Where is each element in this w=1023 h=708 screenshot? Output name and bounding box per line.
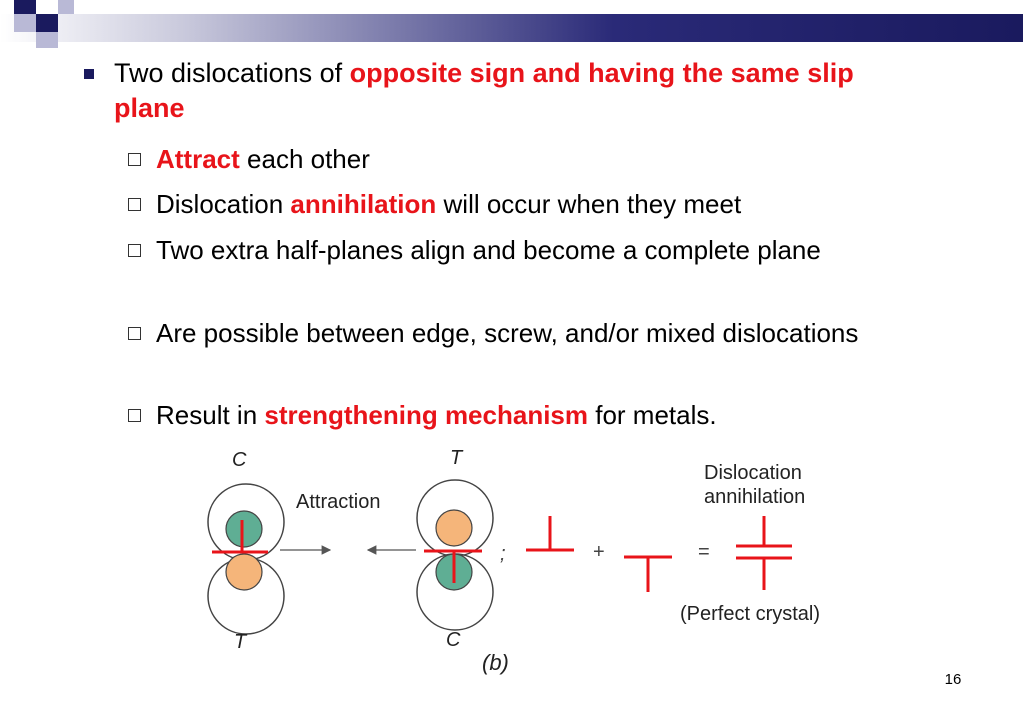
plus-sign: + bbox=[593, 541, 605, 563]
hollow-square-bullet-icon bbox=[128, 153, 141, 166]
label-c-top: C bbox=[232, 449, 247, 471]
hollow-square-bullet-icon bbox=[128, 198, 141, 211]
hollow-square-bullet-icon bbox=[128, 409, 141, 422]
panel-label: (b) bbox=[482, 650, 509, 675]
figure-svg: C T Attraction T C ; + = bbox=[207, 447, 820, 675]
label-c-bottom: C bbox=[446, 629, 461, 651]
hollow-square-bullet-icon bbox=[128, 327, 141, 340]
sub-bullet-attract: Attract each other bbox=[128, 142, 908, 176]
dislocation-annihilation-figure: C T Attraction T C ; + = bbox=[202, 440, 850, 678]
annihilation-line2: annihilation bbox=[704, 486, 805, 508]
green-atom-left bbox=[225, 510, 263, 548]
header-gradient-bar bbox=[0, 14, 1023, 42]
corner-squares-logo bbox=[0, 0, 80, 60]
semicolon: ; bbox=[500, 543, 506, 565]
main-bullet: Two dislocations of opposite sign and ha… bbox=[84, 56, 924, 126]
sub-bullet-possible-between: Are possible between edge, screw, and/or… bbox=[128, 316, 908, 350]
sub-bullet-half-planes: Two extra half-planes align and become a… bbox=[128, 233, 908, 267]
sub-bullet-annihilation: Dislocation annihilation will occur when… bbox=[128, 187, 908, 221]
square-bullet-icon bbox=[84, 69, 94, 79]
orange-atom-left bbox=[225, 553, 263, 591]
attraction-label: Attraction bbox=[296, 491, 380, 513]
perfect-crystal-label: (Perfect crystal) bbox=[680, 603, 820, 625]
sub-bullet-strengthening: Result in strengthening mechanism for me… bbox=[128, 398, 908, 432]
annihilation-line1: Dislocation bbox=[704, 462, 802, 484]
main-bullet-prefix: Two dislocations of bbox=[114, 58, 350, 88]
orange-atom-right bbox=[435, 509, 473, 547]
label-t-bottom: T bbox=[234, 631, 248, 653]
equals-sign: = bbox=[698, 541, 710, 563]
main-bullet-highlight: opposite sign and having the same slip p… bbox=[114, 58, 854, 123]
hollow-square-bullet-icon bbox=[128, 244, 141, 257]
label-t-top: T bbox=[450, 447, 464, 469]
page-number: 16 bbox=[944, 671, 962, 688]
